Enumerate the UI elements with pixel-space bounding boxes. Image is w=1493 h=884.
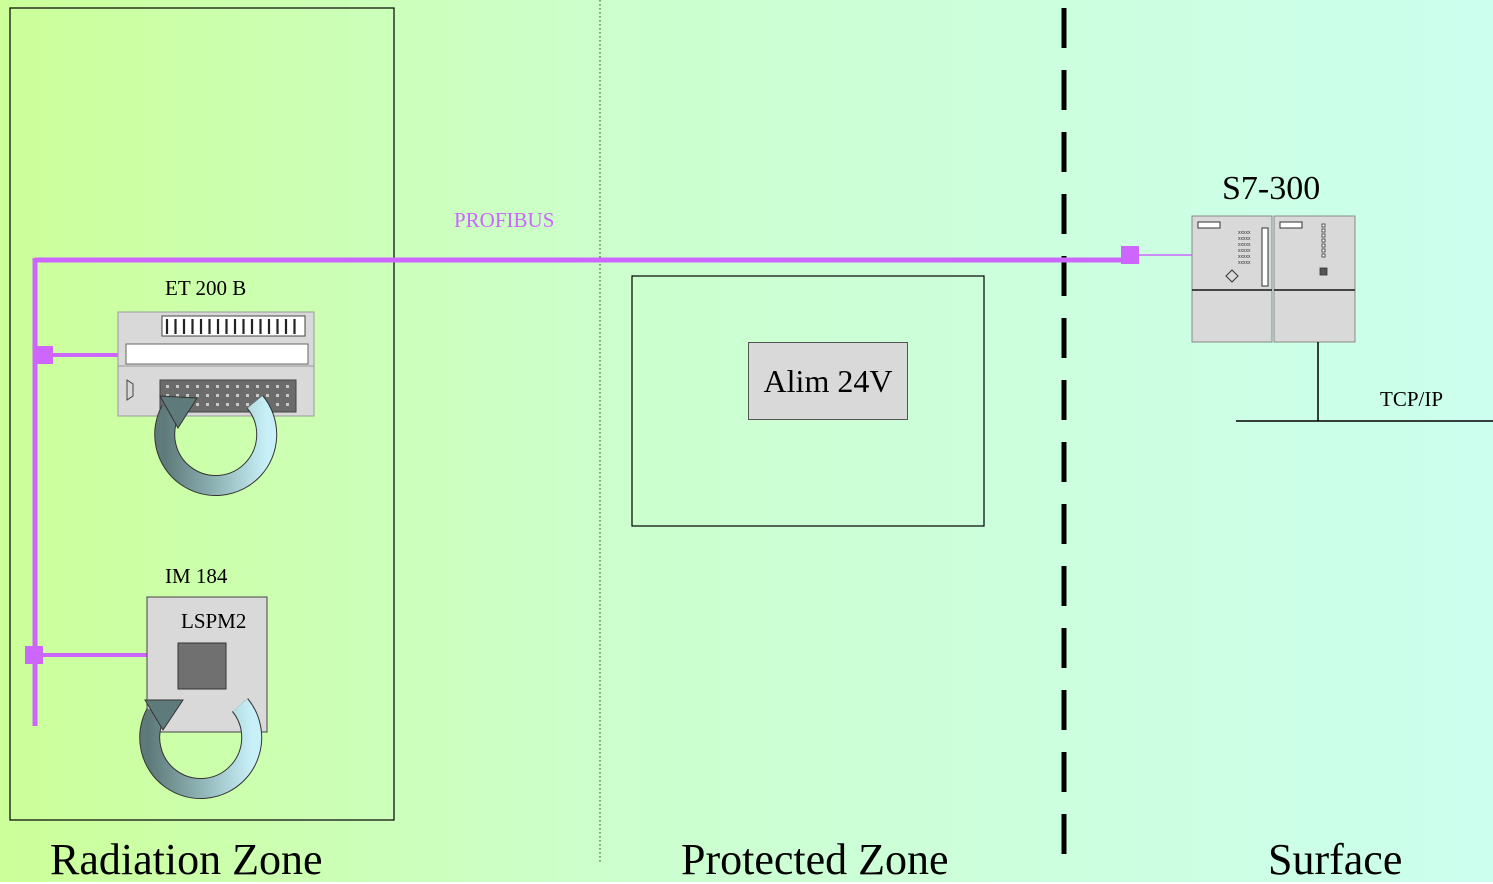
im184-label: IM 184 [165, 564, 228, 588]
profibus-bus [25, 246, 1220, 726]
alim-24v-box: Alim 24V [748, 342, 908, 420]
cycle-arrow-icon [154, 395, 278, 497]
s7-module-text: xxxxx [1238, 254, 1251, 260]
lspm2-label: LSPM2 [181, 609, 247, 633]
bus-connector-s7 [1121, 246, 1139, 264]
s7-module-text: xxxxx [1238, 260, 1251, 266]
s7-module-text: xxxxx [1238, 242, 1251, 248]
et200b-label: ET 200 B [165, 276, 247, 300]
protected-zone-box [631, 275, 985, 527]
tcpip-label: TCP/IP [1380, 387, 1444, 411]
bus-connector-im184 [25, 646, 43, 664]
protected-zone-title: Protected Zone [681, 835, 949, 884]
bus-connector-et200b [35, 346, 53, 364]
profibus-label: PROFIBUS [454, 208, 555, 232]
radiation-zone-box [9, 7, 395, 821]
s7-module-text: xxxxx [1238, 230, 1251, 236]
s7-module-text: xxxxx [1238, 248, 1251, 254]
surface-zone-title: Surface [1268, 835, 1403, 884]
s7-module-text: xxxxx [1238, 236, 1251, 242]
et200b-module [117, 311, 315, 417]
s7-300-label: S7-300 [1222, 170, 1321, 207]
cycle-arrow-icon [139, 698, 263, 800]
radiation-zone-title: Radiation Zone [50, 835, 323, 884]
